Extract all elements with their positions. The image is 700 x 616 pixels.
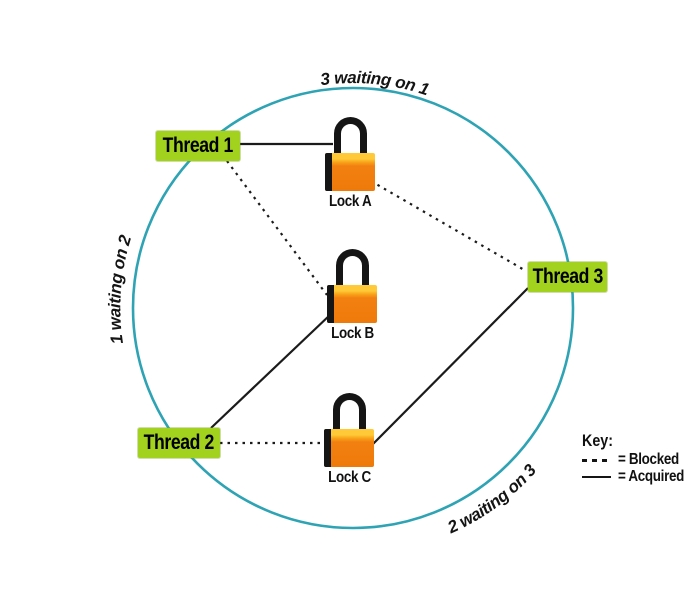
- lock-b: Lock B: [327, 249, 377, 343]
- legend-acquired-label: = Acquired: [618, 468, 684, 485]
- arc-label-bottom-right: 2 waiting on 3: [444, 460, 541, 537]
- thread-3-node: Thread 3: [528, 262, 607, 292]
- lock-c-label-wrap: Lock C: [324, 469, 374, 487]
- edge-lockC-thread3-acquired: [372, 287, 529, 445]
- arc-label-bottom-right-text: 2 waiting on 3: [444, 460, 541, 537]
- thread-1-node: Thread 1: [156, 131, 240, 161]
- lock-c-shackle-icon: [332, 393, 366, 430]
- edge-lockA-thread3-blocked: [370, 180, 527, 272]
- lock-b-label: Lock B: [331, 325, 374, 342]
- lock-c-body-icon: [324, 429, 374, 467]
- lock-b-shackle-icon: [335, 249, 369, 286]
- thread-2-label: Thread 2: [143, 431, 215, 454]
- edge-thread1-lockB-blocked: [226, 160, 328, 296]
- arc-label-left-text: 1 waiting on 2: [105, 232, 135, 345]
- lock-a: Lock A: [325, 117, 375, 211]
- lock-c-label: Lock C: [328, 469, 371, 486]
- thread-3-label: Thread 3: [532, 265, 603, 288]
- lock-c: Lock C: [324, 393, 374, 487]
- edge-thread2-lockB-acquired: [210, 313, 332, 429]
- deadlock-cycle-circle: [131, 86, 575, 530]
- legend-title: Key:: [582, 431, 613, 450]
- arc-label-left: 1 waiting on 2: [105, 232, 135, 345]
- thread-1-label: Thread 1: [162, 134, 234, 157]
- lock-b-label-wrap: Lock B: [327, 325, 377, 343]
- legend-blocked-label: = Blocked: [618, 451, 679, 468]
- legend-row-blocked: = Blocked: [582, 451, 697, 468]
- arc-label-top: 3 waiting on 1: [319, 68, 431, 99]
- legend-row-acquired: = Acquired: [582, 468, 697, 485]
- legend-title-wrap: Key:: [582, 431, 697, 451]
- solid-line-sample-icon: [582, 476, 611, 478]
- lock-b-body-icon: [327, 285, 377, 323]
- lock-a-body-icon: [325, 153, 375, 191]
- legend: Key: = Blocked = Acquired: [582, 431, 697, 485]
- lock-a-label-wrap: Lock A: [325, 193, 375, 211]
- thread-2-node: Thread 2: [138, 428, 220, 458]
- arc-label-top-text: 3 waiting on 1: [319, 68, 431, 99]
- dashed-line-sample-icon: [582, 458, 611, 462]
- lock-a-label: Lock A: [329, 193, 372, 210]
- lock-a-shackle-icon: [333, 117, 367, 154]
